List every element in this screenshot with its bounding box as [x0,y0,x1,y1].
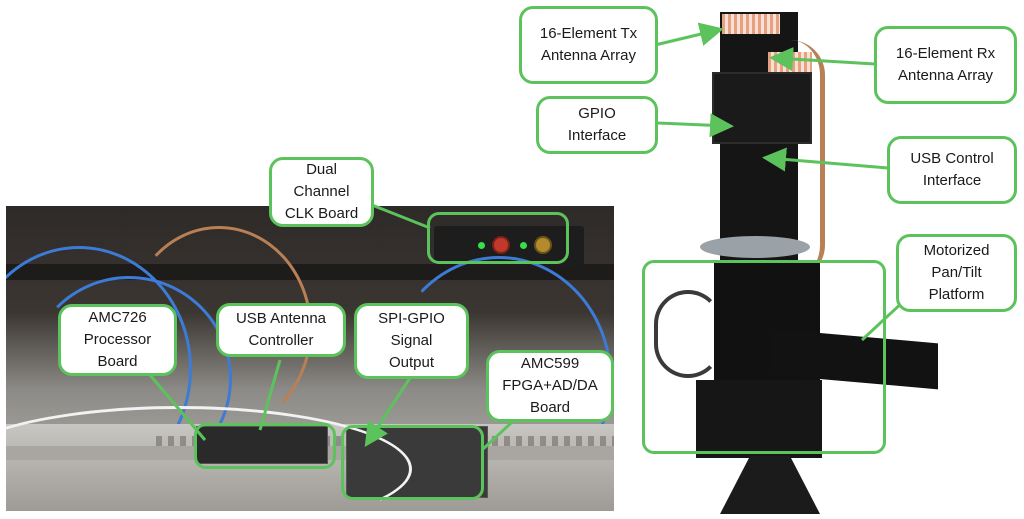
rx-array-label: 16-Element Rx Antenna Array [874,26,1017,104]
arrow-tx-array [654,22,724,47]
clk-board-highlight [427,212,569,264]
arrow-amc726 [148,374,207,441]
dual-clk-label: Dual Channel CLK Board [269,157,374,227]
status-led [520,242,527,249]
arrow-gpio [657,113,734,138]
amc599-label: AMC599 FPGA+AD/DA Board [486,350,614,422]
arrow-clk [371,203,431,230]
rf-connector [534,236,552,254]
amc726-highlight [194,423,336,469]
status-led [478,242,485,249]
tx-array-label: 16-Element Tx Antenna Array [519,6,658,84]
spi-gpio-label: SPI-GPIO Signal Output [354,303,469,379]
pan-tilt-label: Motorized Pan/Tilt Platform [896,234,1017,312]
pan-tilt-base [696,380,822,458]
amc726-label: AMC726 Processor Board [58,304,177,376]
pan-tilt-highlight [642,260,886,454]
mount-plate [700,236,810,258]
usb-control-label: USB Control Interface [887,136,1017,204]
usb-antenna-controller-label: USB Antenna Controller [216,303,346,357]
cable-loop [654,290,722,378]
arrow-usb-antenna [258,359,282,431]
amc599-highlight [341,425,484,500]
arrow-spi-gpio [364,377,412,448]
rf-cable-bundle [790,40,825,280]
tx-antenna-array [722,14,780,34]
rf-connector [492,236,510,254]
arrow-pan-tilt [860,298,907,342]
arrow-usb-control [762,147,889,172]
arrow-rx-array [769,47,876,72]
gpio-interface-label: GPIO Interface [536,96,658,154]
